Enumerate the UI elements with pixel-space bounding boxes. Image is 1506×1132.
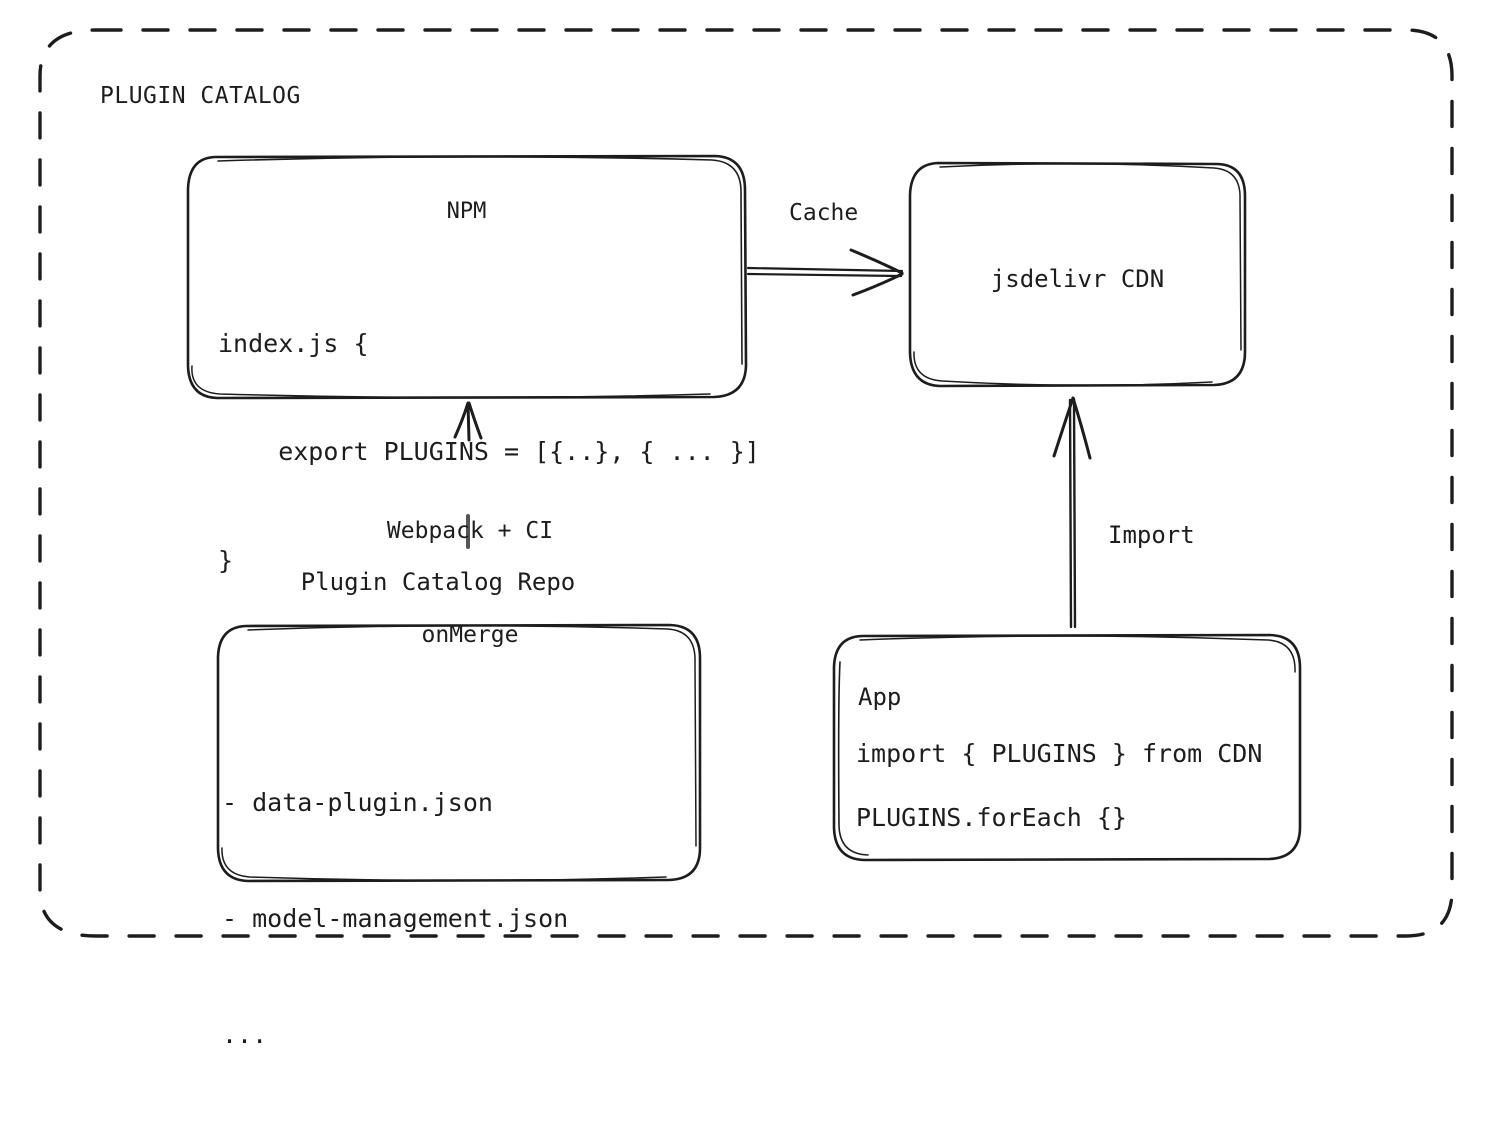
import-edge-label: Import xyxy=(1108,521,1195,549)
repo-file-item: - data-plugin.json xyxy=(222,787,493,817)
cdn-node-title: jsdelivr CDN xyxy=(990,265,1165,293)
repo-node-caption: Plugin Catalog Repo xyxy=(300,568,576,596)
npm-node-shape xyxy=(186,154,748,400)
import-arrow xyxy=(1052,396,1092,629)
npm-code-line-1: index.js { xyxy=(218,328,369,358)
npm-node-title: NPM xyxy=(446,199,487,224)
cache-edge-label: Cache xyxy=(789,200,859,226)
cdn-node-shape xyxy=(908,161,1247,388)
app-code-line-2: PLUGINS.forEach {} xyxy=(856,803,1127,832)
cache-arrow xyxy=(746,248,904,297)
group-title: PLUGIN CATALOG xyxy=(100,83,301,109)
repo-node-shape xyxy=(216,623,702,883)
build-edge-label-line-2: onMerge xyxy=(421,621,519,648)
build-arrow xyxy=(453,401,483,549)
npm-code-line-2: export PLUGINS = [{..}, { ... }] xyxy=(218,437,760,467)
diagram-sketch-layer xyxy=(38,28,1454,938)
build-edge-label: Webpack + CI onMerge xyxy=(345,445,595,721)
group-container-border xyxy=(38,28,1454,938)
build-edge-label-line-1: Webpack + CI xyxy=(386,518,554,544)
repo-file-item: ... xyxy=(222,1020,268,1049)
app-code-line-1: import { PLUGINS } from CDN xyxy=(856,739,1263,768)
app-node-shape xyxy=(832,633,1302,862)
npm-code-line-3: } xyxy=(218,546,234,575)
app-node-title: App xyxy=(858,683,902,711)
diagram-canvas: PLUGIN CATALOG NPM index.js { export PLU… xyxy=(38,28,1454,1049)
repo-node-file-list: - data-plugin.json - model-management.js… xyxy=(222,706,568,1132)
npm-node-code: index.js { export PLUGINS = [{..}, { ...… xyxy=(218,253,760,652)
repo-file-item: - model-management.json xyxy=(222,903,569,933)
